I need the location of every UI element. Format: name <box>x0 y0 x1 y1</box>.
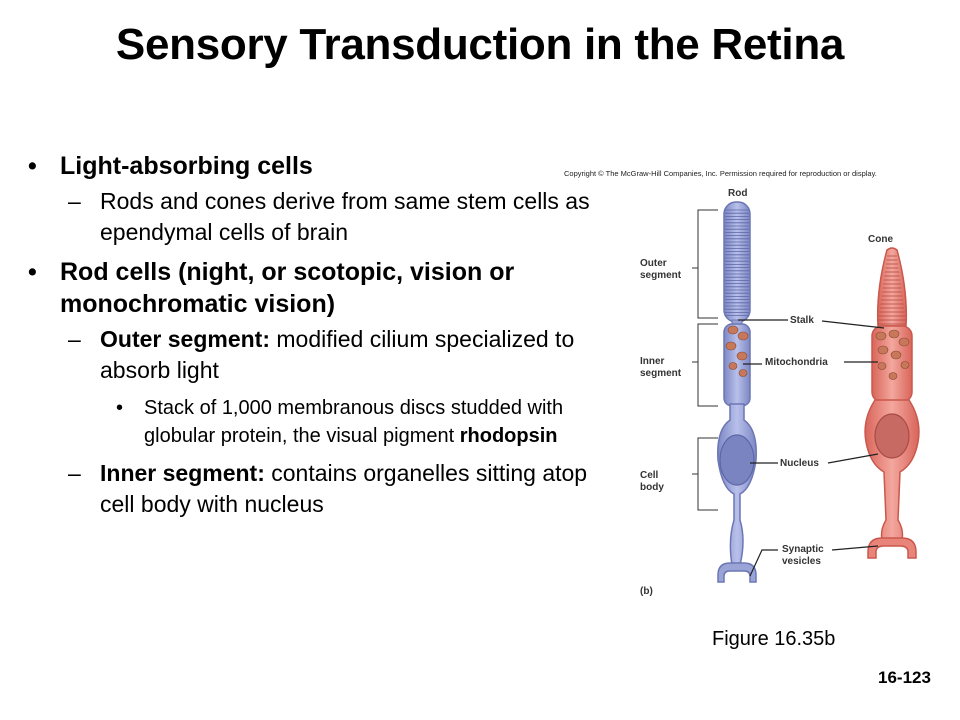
label-mitochondria: Mitochondria <box>765 357 828 368</box>
label-synaptic-line1: Synaptic <box>782 544 824 555</box>
bullet-marker: • <box>28 258 37 286</box>
rod-outer-segment <box>723 201 751 323</box>
sub-bullet-text: Rods and cones derive from same stem cel… <box>100 188 590 245</box>
label-rod: Rod <box>728 188 748 199</box>
label-brackets <box>692 209 718 511</box>
sub-bullet-stem-cells: – Rods and cones derive from same stem c… <box>28 186 608 248</box>
inner-segment-bracket <box>692 323 718 407</box>
label-inner-line1: Inner <box>640 356 665 367</box>
slide-title: Sensory Transduction in the Retina <box>115 20 845 69</box>
dash-marker: – <box>68 188 81 214</box>
label-outer-segment: Outer segment <box>640 258 681 282</box>
copyright-notice: Copyright © The McGraw-Hill Companies, I… <box>564 169 877 178</box>
sub-bullet-outer-segment: – Outer segment: modified cilium special… <box>28 324 608 386</box>
cone-nucleus <box>874 413 910 459</box>
synaptic-leader <box>749 545 879 577</box>
label-outer-line2: segment <box>640 270 682 281</box>
label-inner-line2: segment <box>640 368 682 379</box>
rod-synaptic-terminal <box>717 562 757 583</box>
label-cell-line2: body <box>640 482 664 493</box>
dash-marker: – <box>68 460 81 486</box>
cone-mitochondria <box>875 329 910 380</box>
rod-disc-stack <box>725 209 749 317</box>
term-outer-segment: Outer segment: <box>100 326 270 352</box>
cone-disc-stack <box>877 255 907 325</box>
cone-cell <box>864 247 920 559</box>
bullet-rod-cells: • Rod cells (night, or scotopic, vision … <box>28 256 608 320</box>
cell-body-bracket <box>692 437 718 511</box>
bullet-list: • Light-absorbing cells – Rods and cones… <box>28 150 608 528</box>
bullet-text: Rod cells (night, or scotopic, vision or… <box>60 258 515 318</box>
label-cone: Cone <box>868 234 893 245</box>
term-rhodopsin: rhodopsin <box>459 425 558 447</box>
label-synaptic-vesicles: Synaptic vesicles <box>782 544 824 568</box>
rod-mitochondria <box>725 325 749 377</box>
figure-caption: Figure 16.35b <box>712 628 836 650</box>
nucleus-leader <box>750 453 879 464</box>
cone-outer-segment <box>876 247 908 327</box>
dash-marker: – <box>68 326 81 352</box>
bullet-marker: • <box>28 152 37 180</box>
stalk-leader <box>738 319 885 329</box>
term-inner-segment: Inner segment: <box>100 460 265 486</box>
outer-segment-bracket <box>692 209 718 319</box>
rod-cone-illustration <box>692 201 920 583</box>
leader-lines <box>738 319 885 577</box>
bullet-light-absorbing: • Light-absorbing cells <box>28 150 608 182</box>
page-number: 16-123 <box>878 668 931 687</box>
label-outer-line1: Outer <box>640 258 667 269</box>
label-cell-line1: Cell <box>640 470 659 481</box>
label-stalk: Stalk <box>790 315 814 326</box>
rod-cell <box>717 201 757 583</box>
cone-synaptic-terminal <box>867 537 917 559</box>
sub-bullet-text: contains organelles sitting atop cell bo… <box>100 460 588 517</box>
bullet-text: Light-absorbing cells <box>60 152 313 180</box>
rod-cone-diagram: Rod Cone Outer segment Inner segment Cel… <box>600 180 950 610</box>
sub-bullet-text: modified cilium specialized to absorb li… <box>100 326 575 383</box>
label-inner-segment: Inner segment <box>640 356 681 380</box>
label-cell-body: Cell body <box>640 470 664 494</box>
mitochondria-leader <box>743 361 878 365</box>
sub-bullet-inner-segment: – Inner segment: contains organelles sit… <box>28 458 608 520</box>
bullet-marker: • <box>116 397 124 419</box>
sub-sub-bullet-discs: • Stack of 1,000 membranous discs studde… <box>28 394 608 450</box>
label-nucleus: Nucleus <box>780 458 819 469</box>
sub-sub-bullet-text: Stack of 1,000 membranous discs studded … <box>144 397 564 447</box>
label-synaptic-line2: vesicles <box>782 556 821 567</box>
rod-nucleus <box>719 434 755 486</box>
label-panel-b: (b) <box>640 586 653 597</box>
